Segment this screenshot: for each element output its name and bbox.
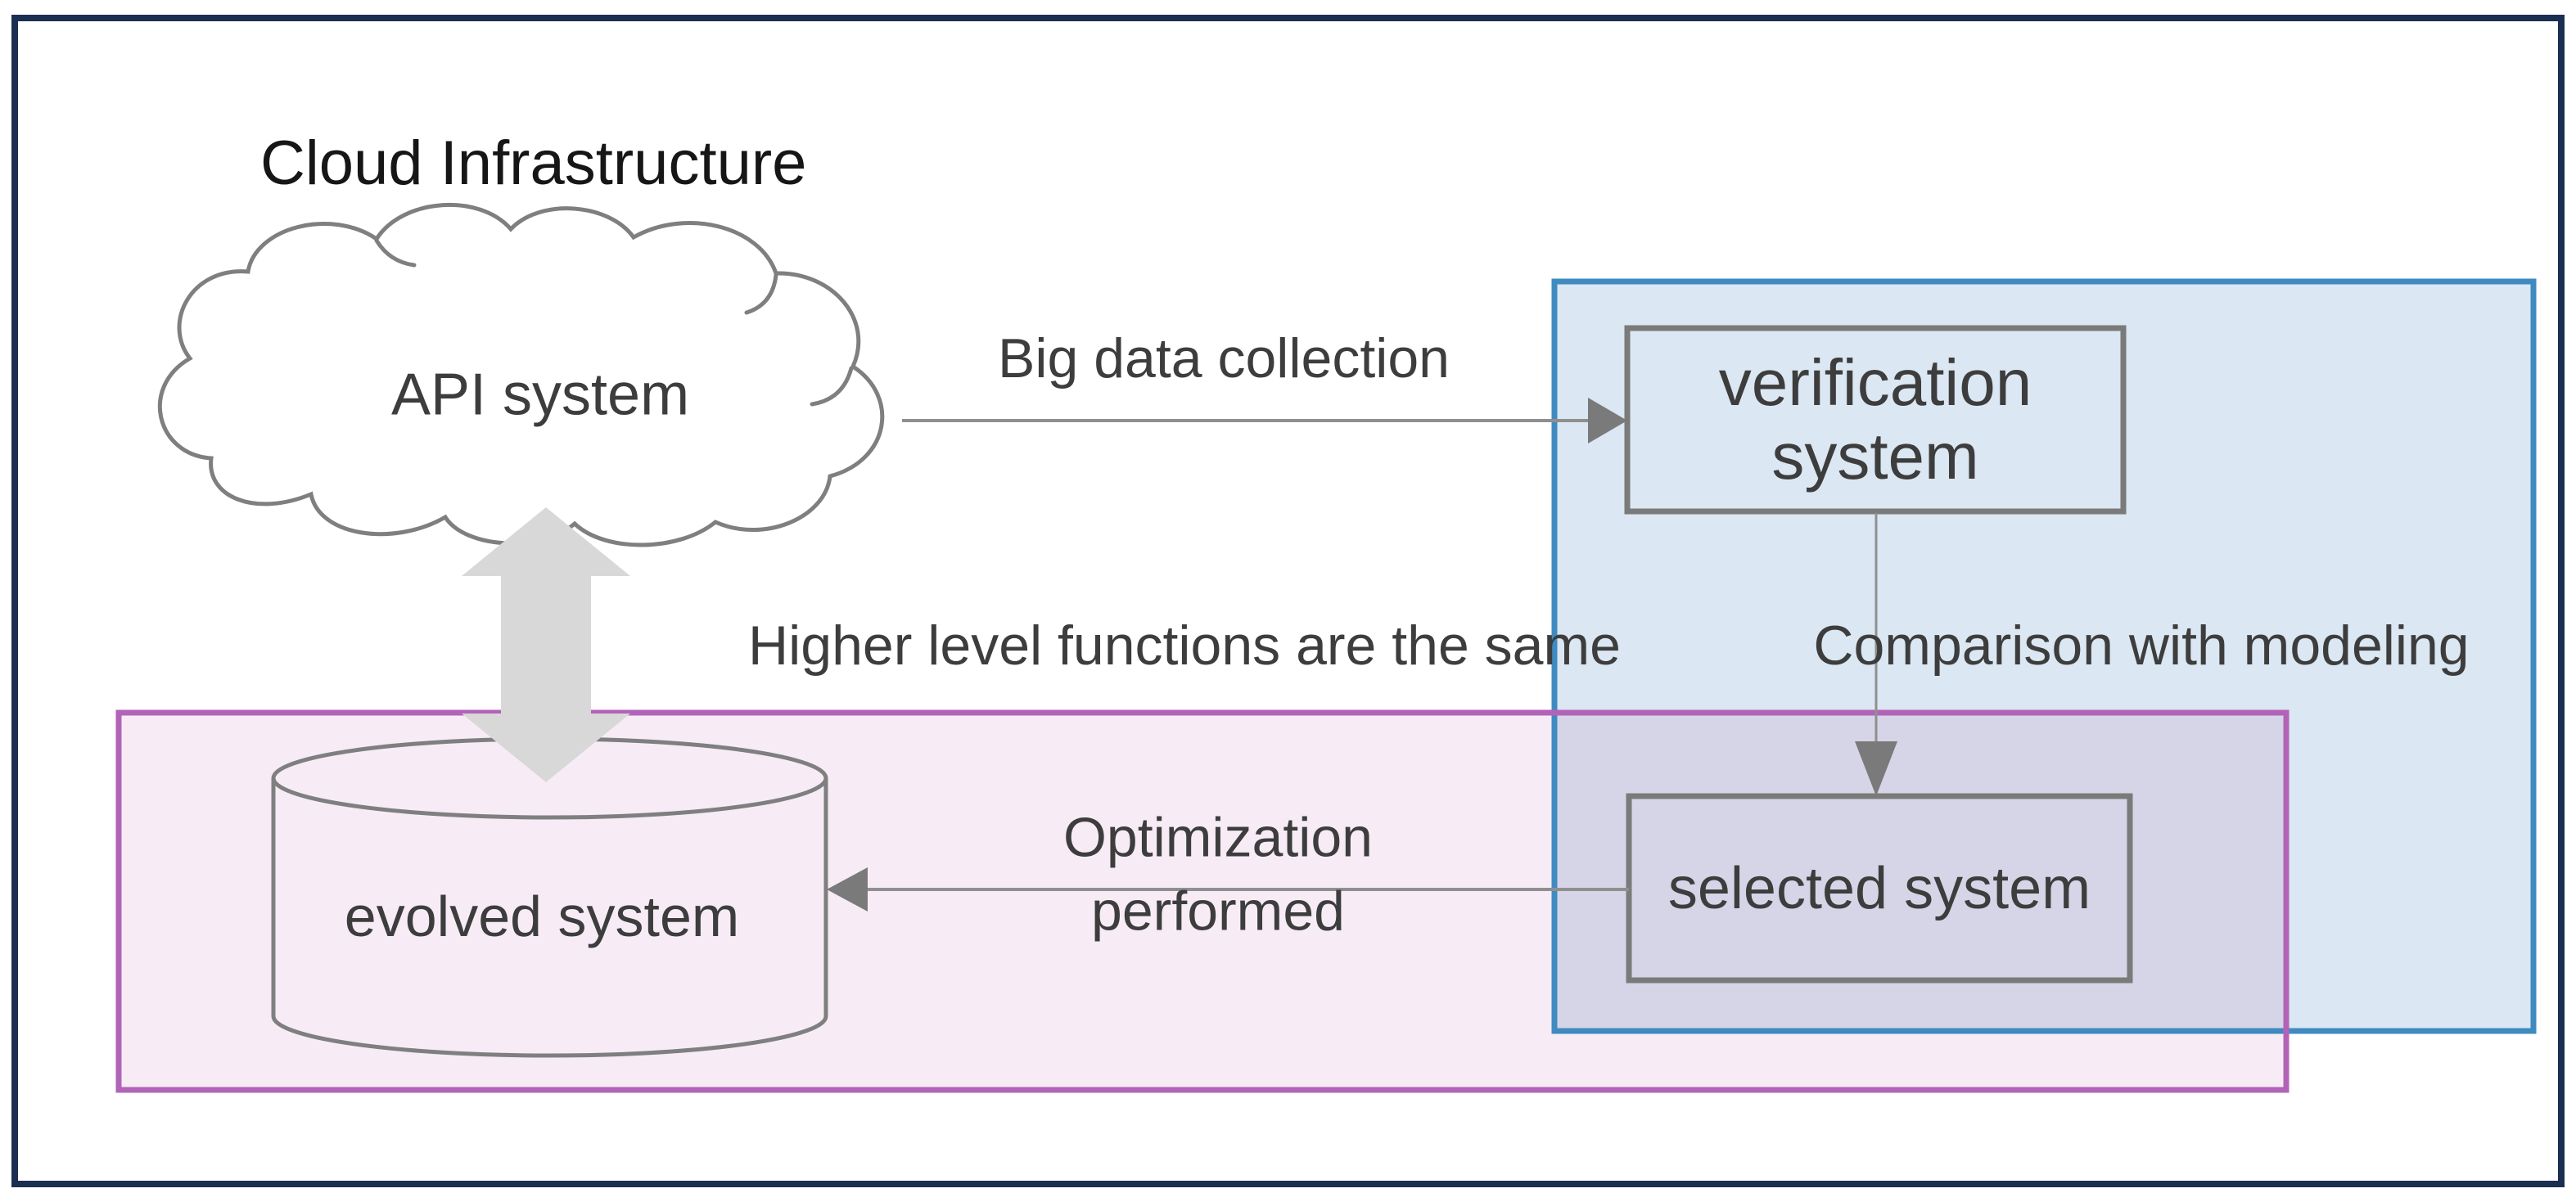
- edge-comparison-label: Comparison with modeling: [1813, 614, 2470, 677]
- blue-region-outline: [1551, 278, 2537, 1034]
- frame-border: [11, 15, 2565, 1187]
- cylinder-body: [271, 778, 828, 1058]
- cloud-curl-top-right: [744, 272, 778, 315]
- page-title: Cloud Infrastructure: [260, 128, 807, 198]
- edge-big-data-label: Big data collection: [998, 326, 1450, 389]
- cloud-curl-top-left: [374, 238, 417, 268]
- big-data-arrowhead-icon: [1588, 398, 1627, 443]
- cloud-shape: [157, 202, 885, 547]
- verification-box: [1624, 325, 2127, 515]
- up-down-arrow-icon: [462, 507, 630, 782]
- node-verification-system-label: verification system: [1718, 345, 2032, 493]
- pink-region-outline: [115, 709, 2290, 1093]
- node-evolved-system-label: evolved system: [344, 884, 740, 948]
- node-selected-system-label: selected system: [1667, 855, 2091, 921]
- edge-optimization-label: Optimization performed: [1063, 806, 1373, 943]
- cloud-curl-right: [810, 366, 854, 407]
- comparison-arrowhead-icon: [1855, 741, 1897, 796]
- node-api-system-label: API system: [390, 362, 690, 428]
- optimization-arrowhead-icon: [827, 867, 868, 912]
- cloud-outline: [157, 202, 885, 547]
- edge-higher-level-label: Higher level functions are the same: [748, 614, 1621, 677]
